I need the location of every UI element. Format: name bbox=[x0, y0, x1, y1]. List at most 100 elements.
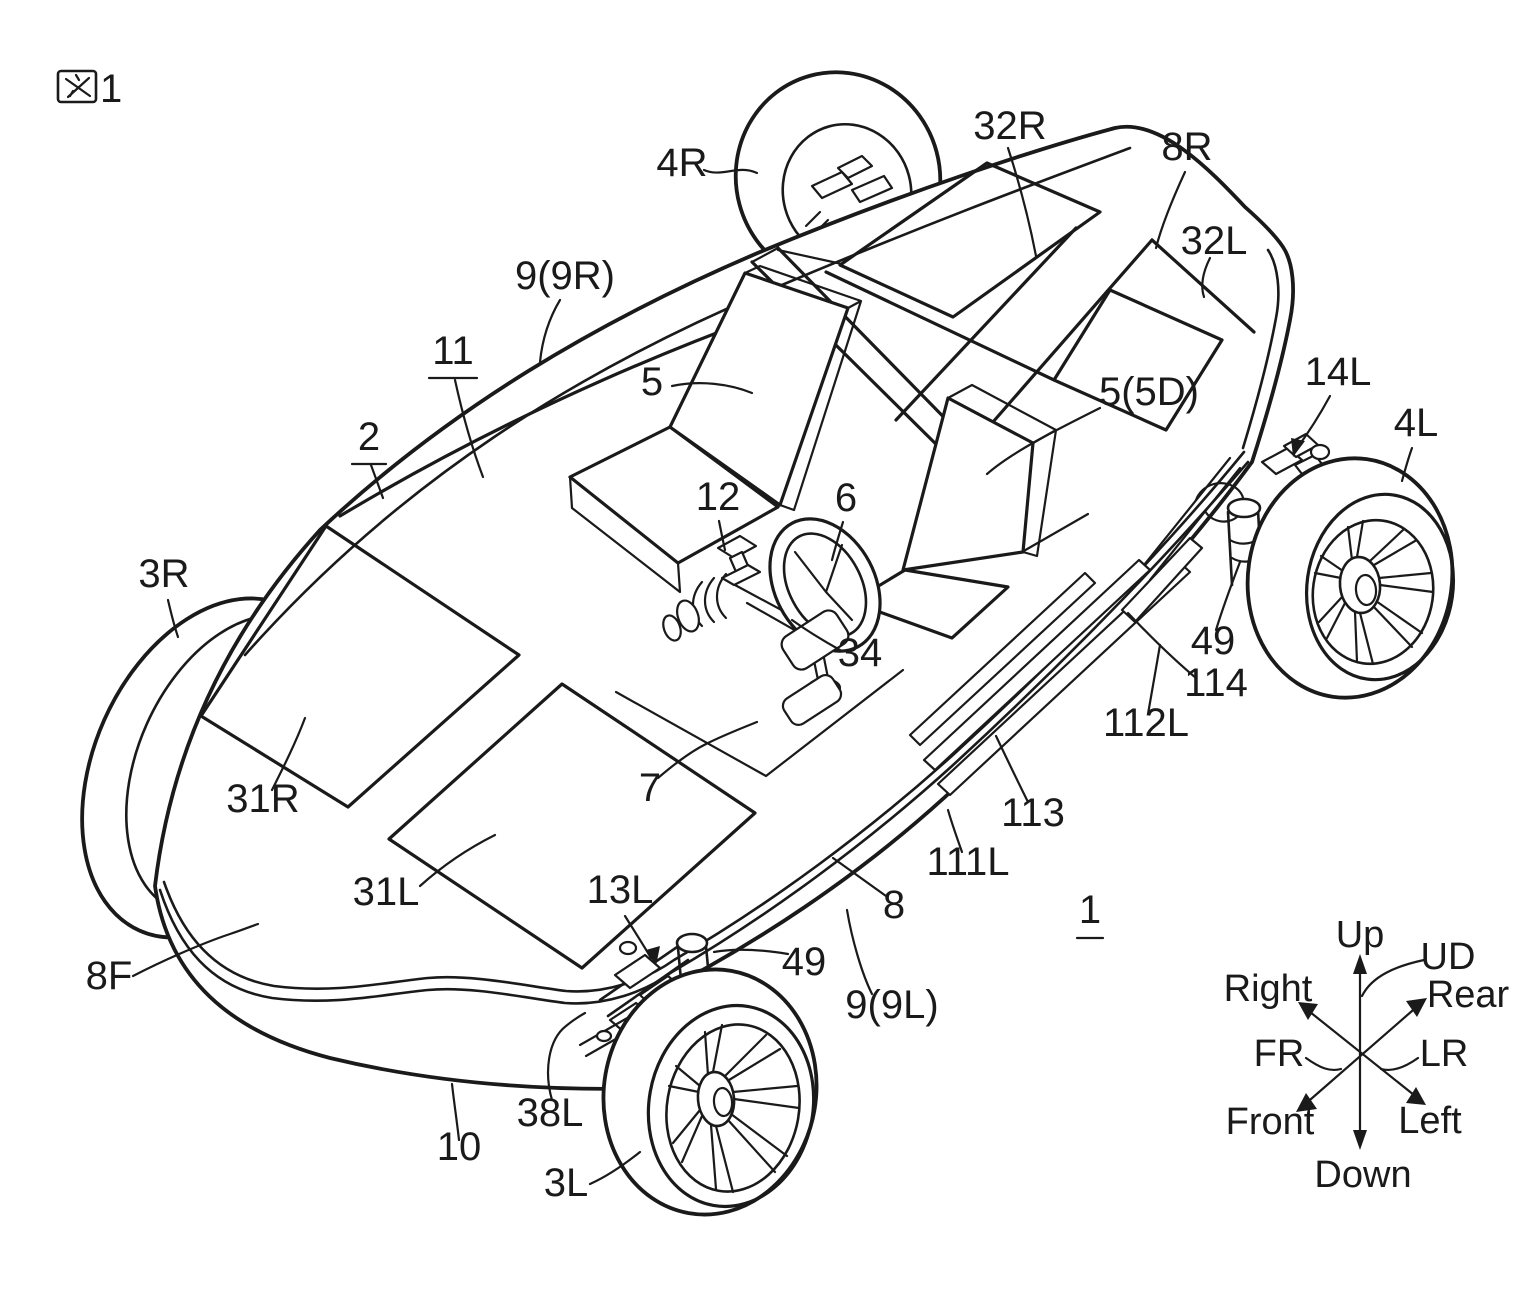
label-5-5D: 5(5D) bbox=[1099, 370, 1199, 414]
leader-5-5D bbox=[985, 406, 1102, 476]
leader-8 bbox=[831, 856, 888, 898]
leader-2 bbox=[369, 463, 385, 500]
direction-compass: Up UD Right Rear FR LR Front Left Down bbox=[1224, 914, 1510, 1196]
body-crease bbox=[1138, 456, 1242, 582]
leader-9-9R bbox=[538, 298, 562, 364]
axis-front-rear bbox=[1301, 1002, 1422, 1108]
leader-4L bbox=[1400, 446, 1414, 483]
label-31R: 31R bbox=[226, 777, 299, 821]
compass-fr: FR bbox=[1254, 1033, 1305, 1075]
label-6: 6 bbox=[835, 476, 857, 520]
vent-strut-114 bbox=[1120, 536, 1204, 624]
label-2: 2 bbox=[358, 415, 380, 459]
figure-number: 1 bbox=[100, 67, 122, 111]
compass-ud: UD bbox=[1421, 936, 1476, 978]
cockpit-rim bbox=[338, 316, 758, 518]
label-9-9R: 9(9R) bbox=[515, 254, 615, 298]
hull-outline bbox=[153, 124, 1295, 1091]
seat-left-5 bbox=[568, 264, 863, 594]
label-111L: 111L bbox=[926, 840, 1009, 884]
leader-31L bbox=[418, 833, 497, 888]
leader-FR bbox=[1304, 1056, 1343, 1072]
label-12: 12 bbox=[696, 475, 741, 519]
kanji-zu-icon bbox=[56, 69, 98, 104]
label-114: 114 bbox=[1184, 661, 1248, 705]
label-8R: 8R bbox=[1161, 125, 1212, 169]
label-11: 11 bbox=[432, 329, 474, 373]
panel-32L bbox=[1052, 288, 1224, 432]
leader-31R bbox=[270, 716, 307, 792]
leader-12 bbox=[717, 519, 727, 552]
label-3L: 3L bbox=[544, 1161, 589, 1205]
steering-wheel-6 bbox=[768, 517, 882, 653]
cockpit-floor bbox=[614, 512, 1090, 778]
compass-up: Up bbox=[1336, 914, 1385, 956]
leader-LR bbox=[1379, 1056, 1420, 1072]
reference-labels: 4R 32R 8R 32L 9(9R) 11 2 5 5(5D) 14L 4L … bbox=[86, 104, 1439, 1205]
label-7: 7 bbox=[639, 766, 661, 810]
label-38L: 38L bbox=[517, 1091, 584, 1135]
wheel-rear-left-4L bbox=[1245, 456, 1456, 700]
leader-UD bbox=[1360, 958, 1426, 998]
compass-front: Front bbox=[1226, 1101, 1315, 1143]
deck-rim-outer bbox=[158, 460, 1250, 1005]
leader-3R bbox=[166, 598, 180, 639]
leader-32L bbox=[1201, 256, 1212, 299]
leader-7 bbox=[656, 720, 759, 780]
label-9-9L: 9(9L) bbox=[845, 983, 938, 1027]
label-4R: 4R bbox=[656, 141, 707, 185]
side-vents bbox=[908, 536, 1204, 797]
leader-112L bbox=[1146, 643, 1162, 716]
label-14L: 14L bbox=[1305, 350, 1372, 394]
leader-8F bbox=[131, 922, 260, 978]
label-49-front: 49 bbox=[782, 940, 827, 984]
label-3R: 3R bbox=[138, 552, 189, 596]
seat-right-5D bbox=[850, 383, 1058, 640]
leader-113 bbox=[994, 734, 1030, 804]
cabin-bulkhead bbox=[750, 246, 974, 460]
compass-rear: Rear bbox=[1427, 974, 1510, 1016]
shift-lever-12 bbox=[716, 534, 762, 587]
leader-8R bbox=[1154, 170, 1187, 250]
label-13L: 13L bbox=[587, 868, 654, 912]
label-32L: 32L bbox=[1181, 219, 1248, 263]
panel-32R bbox=[838, 161, 1102, 319]
label-113: 113 bbox=[1001, 791, 1065, 835]
compass-right: Right bbox=[1224, 968, 1313, 1010]
vehicle-body bbox=[153, 124, 1295, 1091]
panel-31L bbox=[387, 682, 757, 970]
console-34 bbox=[780, 609, 850, 727]
leader-10 bbox=[450, 1082, 461, 1142]
compass-left: Left bbox=[1398, 1100, 1462, 1142]
leader-49-front bbox=[712, 948, 790, 956]
leader-3L bbox=[588, 1150, 642, 1186]
label-32R: 32R bbox=[973, 104, 1046, 148]
label-4L: 4L bbox=[1394, 401, 1439, 445]
panel-31R bbox=[199, 524, 521, 809]
tail-inner-rim bbox=[1241, 248, 1280, 450]
compass-down: Down bbox=[1314, 1154, 1411, 1196]
leader-4R bbox=[702, 168, 759, 175]
wheel-front-left-3L bbox=[601, 967, 819, 1217]
leader-38L bbox=[546, 1011, 587, 1102]
leader-9-9L bbox=[845, 908, 874, 996]
leader-11 bbox=[453, 378, 485, 479]
leader-6 bbox=[830, 520, 845, 562]
label-34: 34 bbox=[838, 631, 883, 675]
label-8: 8 bbox=[883, 883, 905, 927]
leader-49-rear bbox=[1214, 560, 1242, 632]
leader-34 bbox=[790, 618, 842, 652]
label-31L: 31L bbox=[353, 870, 420, 914]
axis-right-left bbox=[1303, 1006, 1421, 1101]
label-5: 5 bbox=[641, 360, 663, 404]
leader-5 bbox=[670, 382, 754, 395]
leader-lines bbox=[131, 146, 1414, 1186]
rear-deck-straps bbox=[824, 226, 1256, 448]
leader-111L bbox=[946, 808, 964, 854]
label-49-rear: 49 bbox=[1191, 619, 1236, 663]
compass-lr: LR bbox=[1420, 1033, 1469, 1075]
label-10: 10 bbox=[437, 1125, 482, 1169]
leader-32R bbox=[1006, 146, 1038, 258]
